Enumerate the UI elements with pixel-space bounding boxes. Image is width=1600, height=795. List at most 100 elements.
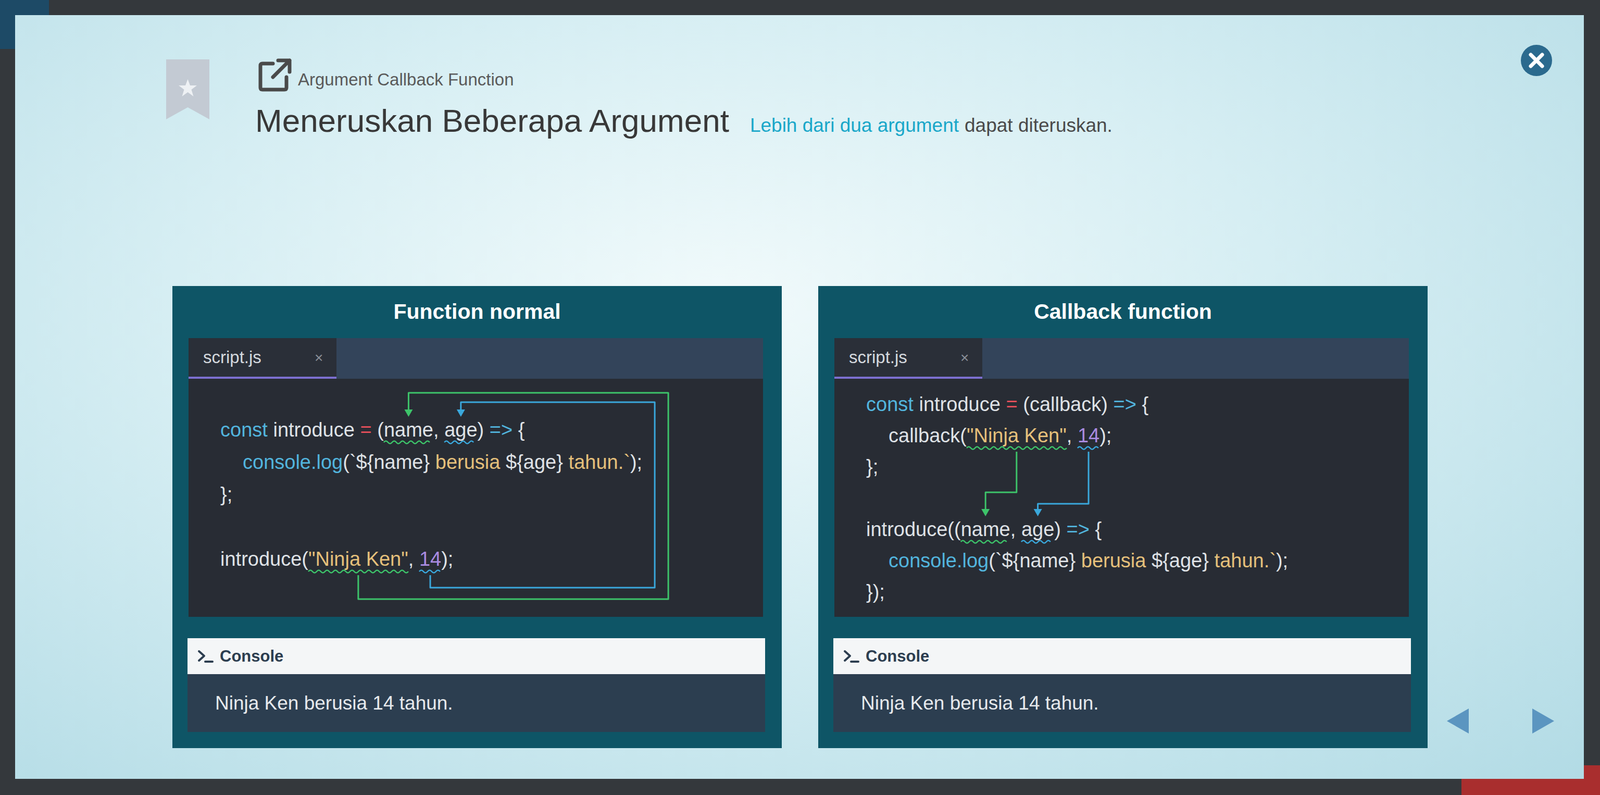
file-name: script.js xyxy=(203,347,262,368)
panel-title: Function normal xyxy=(393,299,561,324)
code-token: }; xyxy=(866,455,879,478)
code-token: berusia xyxy=(1081,549,1147,572)
argument-arrow-line xyxy=(985,451,1017,510)
wavy-underline xyxy=(966,446,1067,450)
code-token: ) xyxy=(1054,518,1061,541)
close-cross xyxy=(1530,54,1543,67)
code-line: }; xyxy=(220,482,233,507)
wavy-underline xyxy=(308,570,409,573)
code-token: introduce xyxy=(220,547,302,570)
arrow-head xyxy=(456,409,466,417)
nav-arrows xyxy=(1445,707,1556,735)
code-token: = xyxy=(1005,393,1018,416)
next-arrow xyxy=(1532,708,1555,734)
tab-close: × xyxy=(314,349,323,367)
code-editor: script.js×constintroduce=(name,age)=>{co… xyxy=(188,338,764,617)
code-token: => xyxy=(1066,518,1090,541)
subtitle-text: dapat diteruskan. xyxy=(964,114,1113,137)
console-text: Ninja Ken berusia 14 tahun. xyxy=(215,692,454,715)
wavy-underline xyxy=(1021,540,1051,544)
code-token: => xyxy=(1113,393,1136,416)
code-token: ); xyxy=(1276,549,1289,572)
bookmark-shape xyxy=(166,59,210,120)
code-token: , xyxy=(1066,424,1073,447)
wavy-underline xyxy=(960,540,1007,544)
code-token: const xyxy=(866,393,914,416)
lesson-panel: Function normalscript.js×constintroduce=… xyxy=(172,285,782,748)
code-token: = xyxy=(359,418,372,441)
code-line: introduce("Ninja Ken",14); xyxy=(220,546,454,571)
highlight-text: Lebih dari dua argument xyxy=(750,114,959,137)
panel-title: Callback function xyxy=(1033,299,1212,324)
code-token: callback( xyxy=(888,424,967,447)
close-circle xyxy=(1520,44,1553,77)
argument-arrows xyxy=(834,338,1409,617)
code-token: { xyxy=(1141,393,1149,416)
arrow-head xyxy=(1033,508,1043,517)
panel-title-bar: Callback function xyxy=(818,285,1428,337)
code-token: 14 xyxy=(1077,424,1100,447)
console-box: ConsoleNinja Ken berusia 14 tahun. xyxy=(187,638,766,732)
code-token: ( xyxy=(301,547,309,570)
code-token: "Ninja Ken" xyxy=(966,424,1067,447)
code-token: { xyxy=(518,418,525,441)
code-token: (callback) xyxy=(1022,393,1108,416)
code-token: ( xyxy=(377,418,384,441)
code-token: introduce xyxy=(918,393,1000,416)
bookmark-icon xyxy=(166,59,210,120)
prev-arrow xyxy=(1446,708,1469,734)
panel-title-bar: Function normal xyxy=(172,285,782,337)
wavy-underline xyxy=(1077,446,1099,450)
tab-close: × xyxy=(960,349,969,367)
breadcrumb-text: Argument Callback Function xyxy=(297,69,515,90)
code-line: console.log(`${name}berusia${age}tahun.`… xyxy=(888,548,1289,573)
close-button xyxy=(1519,43,1554,78)
wavy-underline xyxy=(383,441,430,444)
code-token: , xyxy=(433,418,440,441)
code-token: , xyxy=(408,547,415,570)
wavy-underline xyxy=(419,570,441,573)
code-token: name xyxy=(383,418,434,441)
code-token: introduce xyxy=(272,418,355,441)
lesson-panel: Callback functionscript.js×constintroduc… xyxy=(818,285,1428,748)
console-header: Console xyxy=(187,638,766,674)
code-token: ${age} xyxy=(1151,549,1209,572)
code-area: constintroduce=(callback)=>{callback("Ni… xyxy=(834,338,1409,617)
breadcrumb: Argument Callback Function xyxy=(297,69,515,90)
bookmark-star xyxy=(178,79,197,97)
code-token: ); xyxy=(1099,424,1112,447)
code-line: callback("Ninja Ken",14); xyxy=(888,423,1112,448)
code-token: console.log xyxy=(242,451,343,473)
code-token: age xyxy=(444,418,478,441)
code-token: { xyxy=(1095,518,1103,541)
argument-arrow-line xyxy=(1038,451,1089,510)
file-tab: script.js× xyxy=(834,338,983,379)
code-token: ${age} xyxy=(505,451,564,473)
code-line: introduce((name,age)=>{ xyxy=(866,517,1102,542)
code-editor: script.js×constintroduce=(callback)=>{ca… xyxy=(834,338,1409,617)
code-token: "Ninja Ken" xyxy=(308,547,409,570)
slide-title: Meneruskan Beberapa Argument xyxy=(255,102,730,140)
console-icon xyxy=(196,647,214,665)
arrow-head xyxy=(404,409,413,417)
argument-arrow-line xyxy=(430,402,655,588)
code-token: (`${name} xyxy=(988,549,1076,572)
code-token: tahun.` xyxy=(568,451,631,473)
code-line: console.log(`${name}berusia${age}tahun.`… xyxy=(242,450,643,474)
arrow-head xyxy=(981,508,990,517)
console-title: Console xyxy=(865,646,930,666)
tab-bar: script.js × xyxy=(188,338,764,379)
code-token: tahun.` xyxy=(1214,549,1277,572)
code-line: constintroduce=(name,age)=>{ xyxy=(220,417,525,442)
console-box: ConsoleNinja Ken berusia 14 tahun. xyxy=(833,638,1411,732)
prompt-glyph xyxy=(844,651,859,662)
console-text: Ninja Ken berusia 14 tahun. xyxy=(860,692,1099,715)
tab-bar: script.js× xyxy=(834,338,1409,379)
code-token: introduce(( xyxy=(866,518,961,541)
external-link-icon xyxy=(257,57,293,93)
code-token: console.log xyxy=(888,549,989,572)
code-line: constintroduce=(callback)=>{ xyxy=(866,392,1149,417)
code-token: ) xyxy=(477,418,485,441)
code-token: age xyxy=(1021,518,1055,541)
